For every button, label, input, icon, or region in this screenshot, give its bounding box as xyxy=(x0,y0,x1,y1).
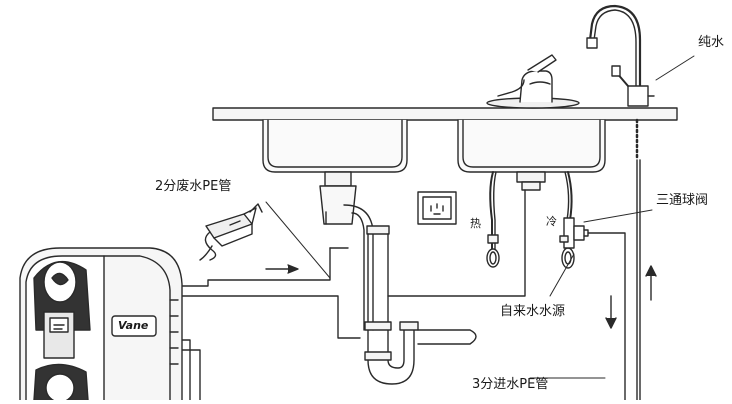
leader-lines xyxy=(265,55,695,379)
water-purifier xyxy=(19,247,183,403)
label-tee-valve: 三通球阀 xyxy=(656,193,709,208)
hot-hose xyxy=(486,171,500,268)
label-hot: 热 xyxy=(470,217,481,230)
label-pure-water: 纯水 xyxy=(698,35,725,50)
label-cold: 冷 xyxy=(546,215,557,228)
purifier-lines xyxy=(180,189,526,401)
tee-valve xyxy=(559,217,589,249)
waste-line xyxy=(180,247,349,287)
right-sink xyxy=(457,119,606,173)
label-inlet-pipe: 3分进水PE管 xyxy=(472,377,549,392)
right-sink-drain xyxy=(516,171,546,191)
gooseneck-faucet-icon xyxy=(586,4,655,107)
inlet-line xyxy=(587,232,626,401)
power-outlet-icon xyxy=(417,191,457,225)
faucet-icon xyxy=(486,54,580,109)
left-sink xyxy=(262,119,408,173)
label-tap-water: 自来水水源 xyxy=(500,304,566,319)
countertop xyxy=(212,107,678,121)
label-waste-pipe: 2分废水PE管 xyxy=(155,179,232,194)
drain-assembly xyxy=(319,171,477,385)
pure-water-line xyxy=(635,118,657,401)
label-brand-logo: Vane xyxy=(118,319,149,332)
power-adapter-icon xyxy=(199,203,263,261)
